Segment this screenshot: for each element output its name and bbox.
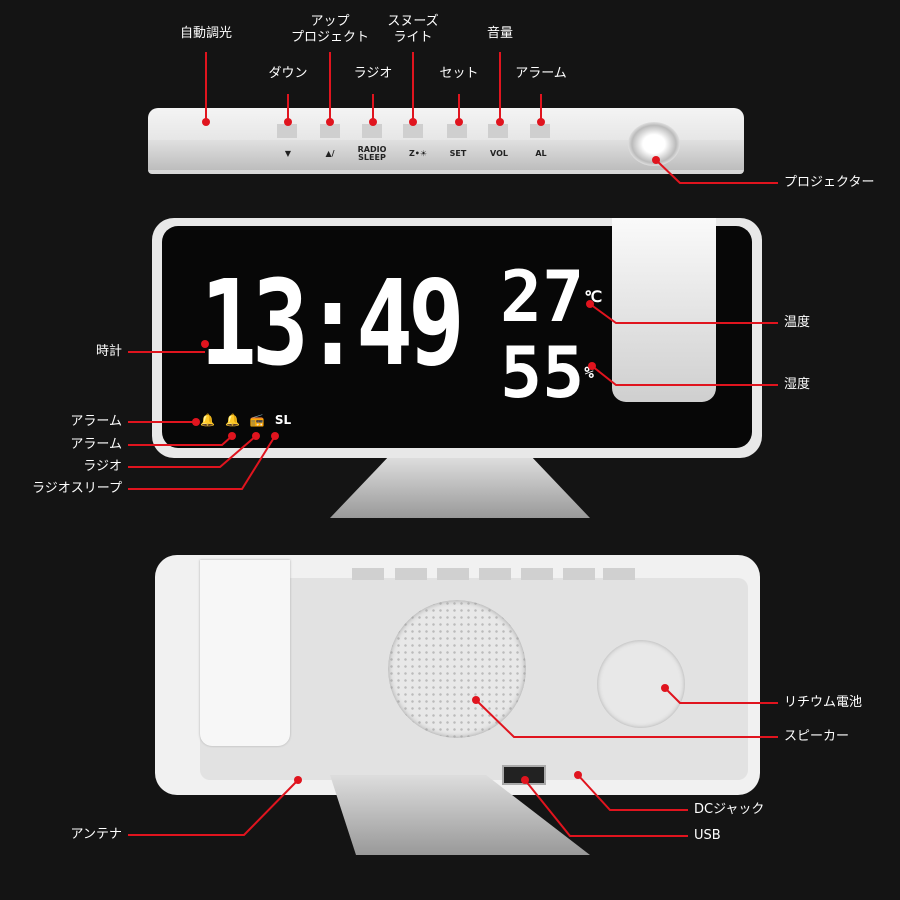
temperature-unit: ℃ xyxy=(584,287,603,306)
label-radio: ラジオ xyxy=(353,66,393,81)
label-set: セット xyxy=(439,66,479,81)
up-button-label: ▲/ xyxy=(325,149,335,158)
vent xyxy=(352,568,384,580)
label-clock: 時計 xyxy=(95,344,122,359)
projector-arm xyxy=(612,218,716,402)
time-display: 13:49 xyxy=(200,254,465,392)
set-button[interactable] xyxy=(447,124,467,138)
vent xyxy=(563,568,595,580)
label-battery: リチウム電池 xyxy=(784,695,863,710)
label-alarm2: アラーム xyxy=(70,437,122,452)
alarm1-bell-icon: 🔔 xyxy=(200,413,215,427)
temperature-value: 27 xyxy=(500,256,585,338)
projector-lens xyxy=(628,122,680,166)
front-stand xyxy=(330,458,590,518)
vent xyxy=(395,568,427,580)
alarm2-bell-icon: 🔔 xyxy=(224,413,240,427)
radio-button[interactable] xyxy=(362,124,382,138)
label-projector-short: プロジェクト xyxy=(290,30,370,45)
label-temperature: 温度 xyxy=(784,315,811,330)
snooze-button[interactable] xyxy=(403,124,423,138)
set-button-label: SET xyxy=(449,149,467,158)
alarm-button[interactable] xyxy=(530,124,550,138)
vent xyxy=(603,568,635,580)
label-radio-sleep: ラジオスリープ xyxy=(32,481,122,496)
label-speaker: スピーカー xyxy=(784,729,850,744)
label-alarm1: アラーム xyxy=(70,414,122,429)
humidity-display: 55% xyxy=(500,338,594,408)
label-up-projector: アッププロジェクト xyxy=(291,14,369,46)
usb-port[interactable] xyxy=(502,765,546,785)
vent xyxy=(521,568,553,580)
label-light: ライト xyxy=(393,30,433,45)
radio-label-line2: SLEEP xyxy=(358,153,386,162)
temperature-display: 27℃ xyxy=(500,262,602,332)
down-button[interactable] xyxy=(277,124,297,138)
speaker-grille xyxy=(388,600,526,738)
status-icons: 🔔 🔔 📻 SL xyxy=(200,412,301,428)
label-alarm: アラーム xyxy=(515,66,567,81)
volume-button[interactable] xyxy=(488,124,508,138)
vent xyxy=(479,568,511,580)
sleep-indicator: SL xyxy=(274,413,292,427)
vent xyxy=(437,568,469,580)
label-projector: プロジェクター xyxy=(784,175,875,190)
label-radio-indicator: ラジオ xyxy=(83,459,122,474)
snooze-button-label: Z•☀ xyxy=(408,149,428,158)
label-snooze: スヌーズ xyxy=(387,14,439,29)
radio-label-line1: RADIO xyxy=(357,145,387,154)
up-projector-button[interactable] xyxy=(320,124,340,138)
back-projector-arm xyxy=(200,560,290,746)
label-usb: USB xyxy=(694,828,721,843)
label-down: ダウン xyxy=(268,66,308,81)
label-antenna: アンテナ xyxy=(70,827,122,842)
humidity-unit: % xyxy=(584,363,594,382)
battery-compartment xyxy=(597,640,685,728)
label-humidity: 湿度 xyxy=(784,377,811,392)
vol-button-label: VOL xyxy=(490,149,508,158)
down-button-label: ▼ xyxy=(284,149,292,158)
label-snooze-light: スヌーズライト xyxy=(387,14,438,46)
label-volume: 音量 xyxy=(486,26,514,41)
radio-icon: 📻 xyxy=(249,413,265,427)
label-dc-jack: DCジャック xyxy=(694,802,765,817)
humidity-value: 55 xyxy=(500,332,585,414)
label-auto-dimming: 自動調光 xyxy=(179,26,233,41)
al-button-label: AL xyxy=(535,149,547,158)
label-up: アップ xyxy=(310,14,350,29)
